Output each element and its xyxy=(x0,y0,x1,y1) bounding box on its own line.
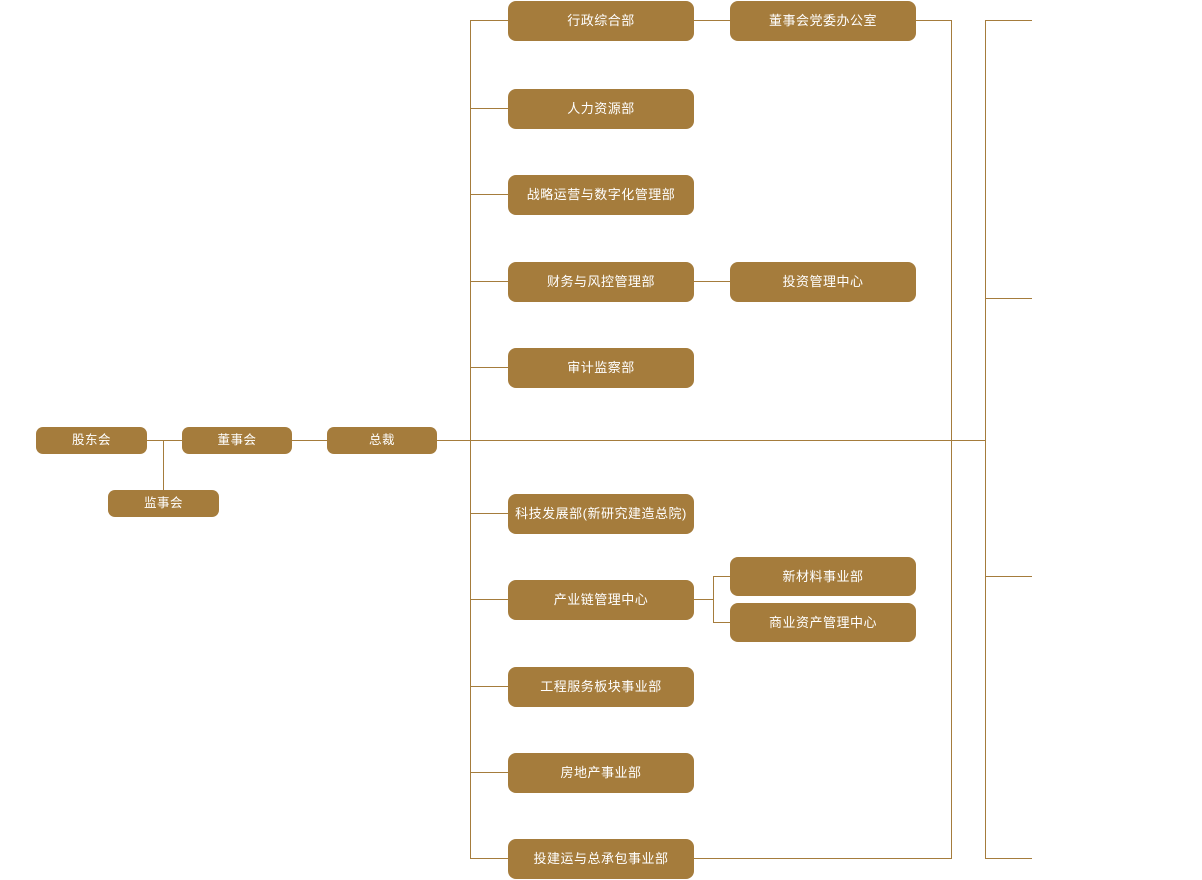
node-president[interactable]: 总裁 xyxy=(327,427,437,454)
node-bu-engineering-services-label: 工程服务板块事业部 xyxy=(540,679,662,695)
node-dept-finance[interactable]: 财务与风控管理部 xyxy=(508,262,694,302)
node-bu-technology-label: 科技发展部(新研究建造总院) xyxy=(515,506,687,522)
connector-dept-0 xyxy=(470,20,508,21)
node-dept-audit[interactable]: 审计监察部 xyxy=(508,348,694,388)
connector-bu-2 xyxy=(470,686,508,687)
node-board-party-office[interactable]: 董事会党委办公室 xyxy=(730,1,916,41)
connector-commercial-assets xyxy=(713,622,731,623)
node-bu-technology[interactable]: 科技发展部(新研究建造总院) xyxy=(508,494,694,534)
outer-rail xyxy=(985,20,986,859)
connector-dept-2 xyxy=(470,194,508,195)
outer-rail-mid-stub-upper xyxy=(985,298,1032,299)
node-bu-real-estate-label: 房地产事业部 xyxy=(560,765,642,781)
connector-admin-party-office xyxy=(694,20,730,21)
node-president-label: 总裁 xyxy=(368,433,395,447)
connector-dept-3 xyxy=(470,281,508,282)
node-dept-audit-label: 审计监察部 xyxy=(567,360,635,376)
node-new-materials[interactable]: 新材料事业部 xyxy=(730,557,916,596)
connector-bu-1 xyxy=(470,599,508,600)
connector-industry-chain-stem xyxy=(694,599,714,600)
outer-rail-bottom-stub xyxy=(985,858,1032,859)
node-bu-industry-chain-label: 产业链管理中心 xyxy=(553,592,649,608)
node-investment-center-label: 投资管理中心 xyxy=(782,274,864,290)
outer-rail-top-stub xyxy=(985,20,1032,21)
node-bu-real-estate[interactable]: 房地产事业部 xyxy=(508,753,694,793)
connector-finance-investment xyxy=(694,281,730,282)
node-supervisors[interactable]: 监事会 xyxy=(108,490,219,517)
connector-new-materials xyxy=(713,576,731,577)
connector-dept-1 xyxy=(470,108,508,109)
node-dept-hr-label: 人力资源部 xyxy=(567,101,635,117)
inner-rail xyxy=(951,20,952,859)
node-shareholders[interactable]: 股东会 xyxy=(36,427,147,454)
node-board-label: 董事会 xyxy=(217,433,257,447)
node-dept-admin[interactable]: 行政综合部 xyxy=(508,1,694,41)
main-spine-lower xyxy=(470,440,471,858)
node-bu-engineering-services[interactable]: 工程服务板块事业部 xyxy=(508,667,694,707)
node-dept-strategy[interactable]: 战略运营与数字化管理部 xyxy=(508,175,694,215)
node-dept-hr[interactable]: 人力资源部 xyxy=(508,89,694,129)
connector-supervisors-drop xyxy=(163,440,164,491)
connector-president-spine xyxy=(437,440,985,441)
main-spine-upper xyxy=(470,20,471,440)
connector-bu-4 xyxy=(470,858,508,859)
node-new-materials-label: 新材料事业部 xyxy=(782,568,864,584)
node-dept-finance-label: 财务与风控管理部 xyxy=(546,274,655,290)
node-board[interactable]: 董事会 xyxy=(182,427,292,454)
node-dept-strategy-label: 战略运营与数字化管理部 xyxy=(526,187,676,203)
node-bu-invest-build-operate-label: 投建运与总承包事业部 xyxy=(533,851,669,867)
connector-dept-4 xyxy=(470,367,508,368)
node-bu-invest-build-operate[interactable]: 投建运与总承包事业部 xyxy=(508,839,694,879)
node-commercial-assets[interactable]: 商业资产管理中心 xyxy=(730,603,916,642)
inner-rail-top-stub xyxy=(916,20,952,21)
node-commercial-assets-label: 商业资产管理中心 xyxy=(768,614,877,630)
node-bu-industry-chain[interactable]: 产业链管理中心 xyxy=(508,580,694,620)
inner-rail-bottom-stub xyxy=(694,858,952,859)
connector-industry-chain-bracket xyxy=(713,576,714,623)
node-investment-center[interactable]: 投资管理中心 xyxy=(730,262,916,302)
connector-board-president xyxy=(292,440,327,441)
connector-bu-3 xyxy=(470,772,508,773)
node-dept-admin-label: 行政综合部 xyxy=(567,13,635,29)
connector-shareholders-board xyxy=(147,440,182,441)
node-shareholders-label: 股东会 xyxy=(71,433,111,447)
connector-bu-0 xyxy=(470,513,508,514)
node-board-party-office-label: 董事会党委办公室 xyxy=(768,13,877,29)
outer-rail-mid-stub-lower xyxy=(985,576,1032,577)
node-supervisors-label: 监事会 xyxy=(143,496,183,510)
